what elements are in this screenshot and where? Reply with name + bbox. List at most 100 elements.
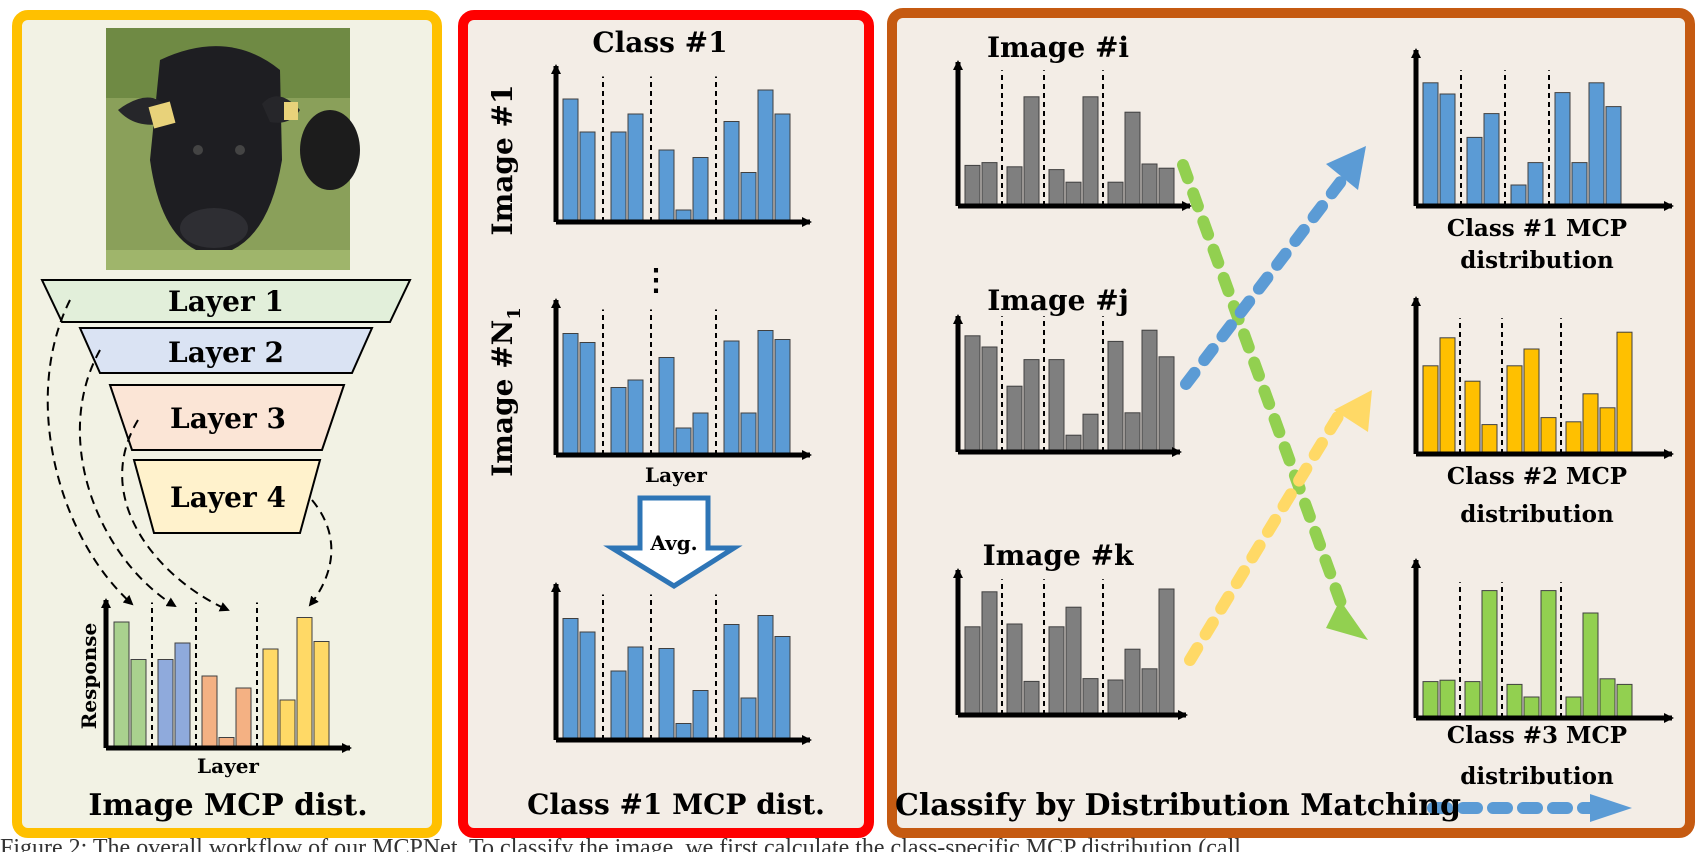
- bar-class2_mcp-1: [1439, 337, 1456, 455]
- bar-image_k-0: [964, 626, 981, 716]
- bar-image_k-2: [1006, 623, 1023, 716]
- bar-class1_mcp-8: [1588, 82, 1605, 207]
- image-i-title: Image #i: [987, 31, 1129, 64]
- bar-class3_mcp-4: [1506, 683, 1523, 719]
- bar-class1_imageN1-9: [757, 330, 774, 456]
- green-match-arrow: [1177, 159, 1348, 612]
- row2-x-label: Layer: [645, 463, 707, 487]
- bar-class1_imageN1-8: [740, 412, 757, 456]
- image-mcp-chart: Response Layer Image MCP dist.: [77, 598, 368, 823]
- bar-image_k-3: [1023, 680, 1040, 716]
- bar-image_mcp-3: [174, 642, 191, 749]
- bar-image_j-1: [981, 346, 998, 453]
- bar-class2_mcp-0: [1422, 365, 1439, 455]
- bar-class1_avg-4: [658, 648, 675, 741]
- bar-image_j-6: [1082, 413, 1099, 453]
- bar-class1_avg-0: [562, 618, 579, 741]
- bar-image_k-4: [1048, 626, 1065, 716]
- bar-image_i-1: [981, 162, 998, 207]
- layer-1-label: Layer 1: [168, 285, 284, 318]
- bar-class2_mcp-6: [1540, 417, 1557, 455]
- layer-3-label: Layer 3: [170, 402, 286, 435]
- bar-image_i-9: [1141, 163, 1158, 207]
- bar-image_j-10: [1158, 356, 1175, 453]
- bar-image_i-8: [1124, 111, 1141, 207]
- bar-image_k-7: [1107, 679, 1124, 716]
- bar-class1_image1-0: [562, 98, 579, 223]
- bar-class1_imageN1-4: [658, 357, 675, 456]
- layer-funnel: Layer 1 Layer 2 Layer 3 Layer 4: [40, 279, 412, 534]
- bar-image_j-4: [1048, 359, 1065, 453]
- bar-class1_avg-6: [692, 690, 709, 741]
- bar-class1_image1-6: [692, 157, 709, 223]
- bar-class1_image1-7: [723, 121, 740, 223]
- bar-class2_mcp-8: [1582, 393, 1599, 455]
- bar-class1_mcp-2: [1466, 136, 1483, 207]
- bar-image_j-2: [1006, 385, 1023, 453]
- bar-class1_imageN1-2: [610, 387, 627, 456]
- ellipsis: ⋮: [641, 263, 671, 298]
- bar-image_k-9: [1141, 668, 1158, 716]
- connector-layer-4: [308, 499, 333, 607]
- bar-class1_image1-3: [627, 113, 644, 223]
- bar-class1_avg-9: [757, 615, 774, 741]
- layer-2-label: Layer 2: [168, 336, 284, 369]
- bar-image_j-0: [964, 335, 981, 453]
- class3-title-line2: distribution: [1460, 763, 1614, 790]
- bar-class1_image1-2: [610, 131, 627, 223]
- bar-image_k-6: [1082, 678, 1099, 716]
- bar-class1_imageN1-5: [675, 427, 692, 456]
- bar-class1_avg-1: [579, 631, 596, 741]
- layer-connectors: [46, 299, 333, 612]
- blue-match-arrow: [1180, 174, 1348, 390]
- class2-title-line2: distribution: [1460, 501, 1614, 528]
- matching-arrows: [1177, 159, 1602, 814]
- bar-class3_mcp-5: [1523, 696, 1540, 719]
- bar-class1_mcp-5: [1527, 162, 1544, 207]
- bar-class1_mcp-0: [1422, 82, 1439, 207]
- bar-image_i-5: [1065, 181, 1082, 207]
- bar-class1_imageN1-6: [692, 412, 709, 456]
- row1-label: Image #1: [486, 85, 519, 236]
- layer-1-block: [40, 279, 412, 323]
- connector-layer-3: [121, 419, 230, 612]
- row2-label: Image #N1: [486, 307, 525, 477]
- bar-image_mcp-8: [279, 699, 296, 749]
- figure-caption: Figure 2: The overall workflow of our MC…: [0, 836, 1241, 852]
- bar-image_i-3: [1023, 96, 1040, 207]
- bar-class2_mcp-5: [1523, 348, 1540, 455]
- bar-class1_mcp-6: [1554, 92, 1571, 207]
- bar-class1_avg-8: [740, 697, 757, 741]
- bar-image_j-9: [1141, 329, 1158, 453]
- bar-class1_image1-1: [579, 131, 596, 223]
- yellow-arrowhead: [1334, 390, 1372, 432]
- bar-class3_mcp-1: [1439, 679, 1456, 719]
- bar-class3_mcp-6: [1540, 590, 1557, 719]
- bar-image_j-5: [1065, 434, 1082, 453]
- bar-class1_imageN1-3: [627, 379, 644, 456]
- bar-class2_mcp-2: [1464, 380, 1481, 455]
- bar-image_mcp-7: [262, 648, 279, 749]
- bar-class2_mcp-4: [1506, 365, 1523, 455]
- bar-image_i-7: [1107, 181, 1124, 207]
- cow-photo: [106, 28, 360, 270]
- bar-class1_image1-9: [757, 89, 774, 223]
- bar-class3_mcp-9: [1599, 678, 1616, 719]
- bar-image_mcp-2: [157, 659, 174, 749]
- class-mcp-content: Class #1 Image #1 Image #N1 ⋮ Layer Avg.…: [486, 26, 825, 821]
- connector-layer-1: [46, 299, 134, 606]
- layer-4-block: [132, 459, 322, 534]
- bar-class1_imageN1-0: [562, 333, 579, 456]
- bar-class1_avg-2: [610, 670, 627, 741]
- layer-2-block: [78, 327, 374, 374]
- class1-title-line1: Class #1 MCP: [1447, 215, 1627, 242]
- class1-title-line2: distribution: [1460, 247, 1614, 274]
- x-axis-label: Layer: [197, 754, 259, 778]
- bar-class1_image1-8: [740, 172, 757, 223]
- image-k-title: Image #k: [983, 539, 1134, 572]
- bar-class2_mcp-9: [1599, 407, 1616, 455]
- matching-content: Image #i Image #j Image #k Class #1 MCP …: [895, 31, 1674, 823]
- class2-title-line1: Class #2 MCP: [1447, 463, 1627, 490]
- bar-image_mcp-9: [296, 617, 313, 749]
- bar-class1_mcp-1: [1439, 93, 1456, 207]
